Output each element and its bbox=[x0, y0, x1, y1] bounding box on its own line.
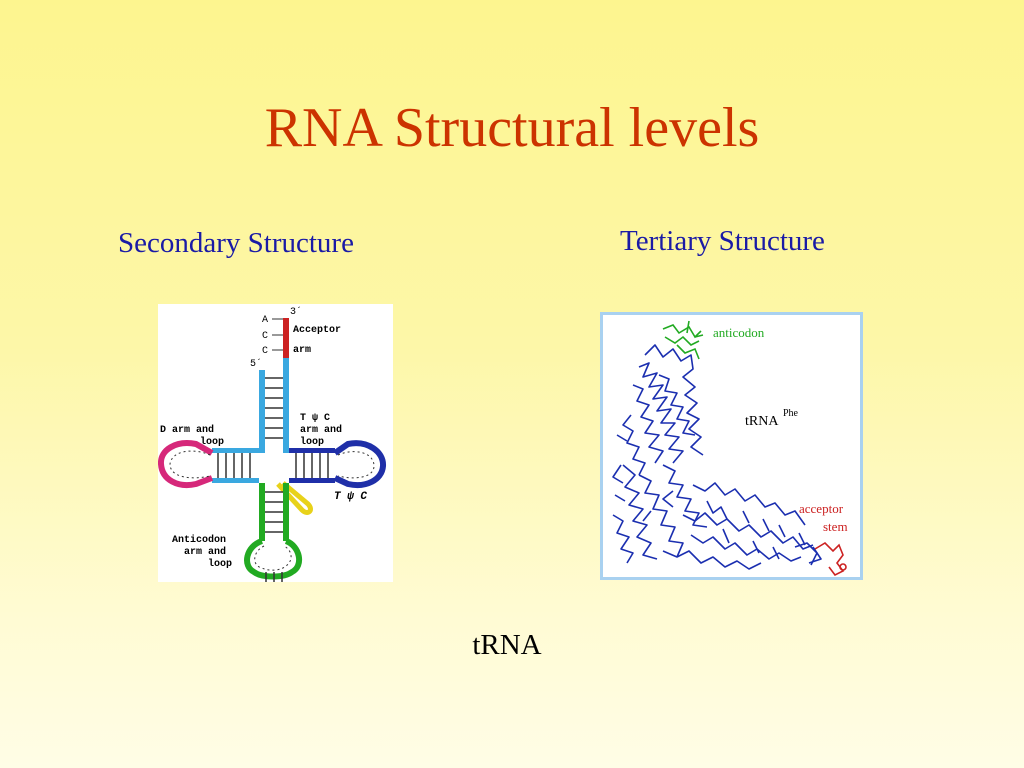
anticodon-label-1: Anticodon bbox=[172, 534, 226, 546]
tpsic-arm bbox=[289, 440, 386, 488]
slide-title: RNA Structural levels bbox=[264, 97, 760, 159]
tpsic-loop-label: T ψ C bbox=[334, 491, 367, 503]
nucleotide-a-label: A bbox=[262, 315, 268, 326]
molecule-backbone bbox=[612, 344, 822, 570]
tertiary-svg: anticodon tRNA Phe acceptor stem bbox=[612, 320, 848, 577]
tpsic-label-2: arm and bbox=[300, 424, 342, 436]
caption: tRNA bbox=[472, 629, 542, 661]
tpsic-label-3: loop bbox=[300, 436, 324, 448]
anticodon-label: anticodon bbox=[713, 325, 765, 340]
secondary-structure-heading: Secondary Structure bbox=[118, 227, 354, 259]
anticodon-region bbox=[662, 320, 704, 360]
acceptor-region bbox=[814, 541, 847, 577]
tertiary-structure-heading: Tertiary Structure bbox=[620, 225, 825, 257]
d-arm bbox=[158, 440, 259, 488]
three-prime-label: 3´ bbox=[290, 305, 302, 318]
anticodon-label-3: loop bbox=[208, 558, 232, 570]
acceptor-base-pairs bbox=[265, 377, 283, 439]
d-arm-label-1: D arm and bbox=[160, 424, 214, 436]
cloverleaf-svg: A C C 3´ 5´ Acceptor arm D arm and loop bbox=[158, 305, 386, 582]
acceptor-label-2: stem bbox=[823, 519, 848, 534]
acc-ticks bbox=[272, 318, 283, 351]
five-prime-label: 5´ bbox=[250, 357, 262, 370]
nucleotide-c2-label: C bbox=[262, 346, 268, 357]
acceptor-segment bbox=[283, 318, 289, 358]
anticodon-arm bbox=[244, 483, 303, 582]
acceptor-label-1: acceptor bbox=[799, 501, 844, 516]
trna-label: tRNA bbox=[745, 414, 779, 429]
tpsic-label-1: T ψ C bbox=[300, 413, 330, 424]
acceptor-stem-3prime bbox=[283, 358, 289, 448]
acceptor-stem-5prime bbox=[259, 370, 265, 448]
anticodon-label-2: arm and bbox=[184, 546, 226, 558]
central-junction bbox=[259, 448, 289, 483]
acceptor-label-1: Acceptor bbox=[293, 325, 341, 336]
d-arm-label-2: loop bbox=[200, 436, 224, 448]
tertiary-structure-diagram: anticodon tRNA Phe acceptor stem bbox=[600, 312, 863, 580]
secondary-structure-diagram: A C C 3´ 5´ Acceptor arm D arm and loop bbox=[158, 304, 393, 582]
variable-loop bbox=[276, 481, 313, 515]
acceptor-label-2: arm bbox=[293, 345, 311, 356]
nucleotide-c1-label: C bbox=[262, 331, 268, 342]
trna-superscript: Phe bbox=[783, 408, 799, 419]
